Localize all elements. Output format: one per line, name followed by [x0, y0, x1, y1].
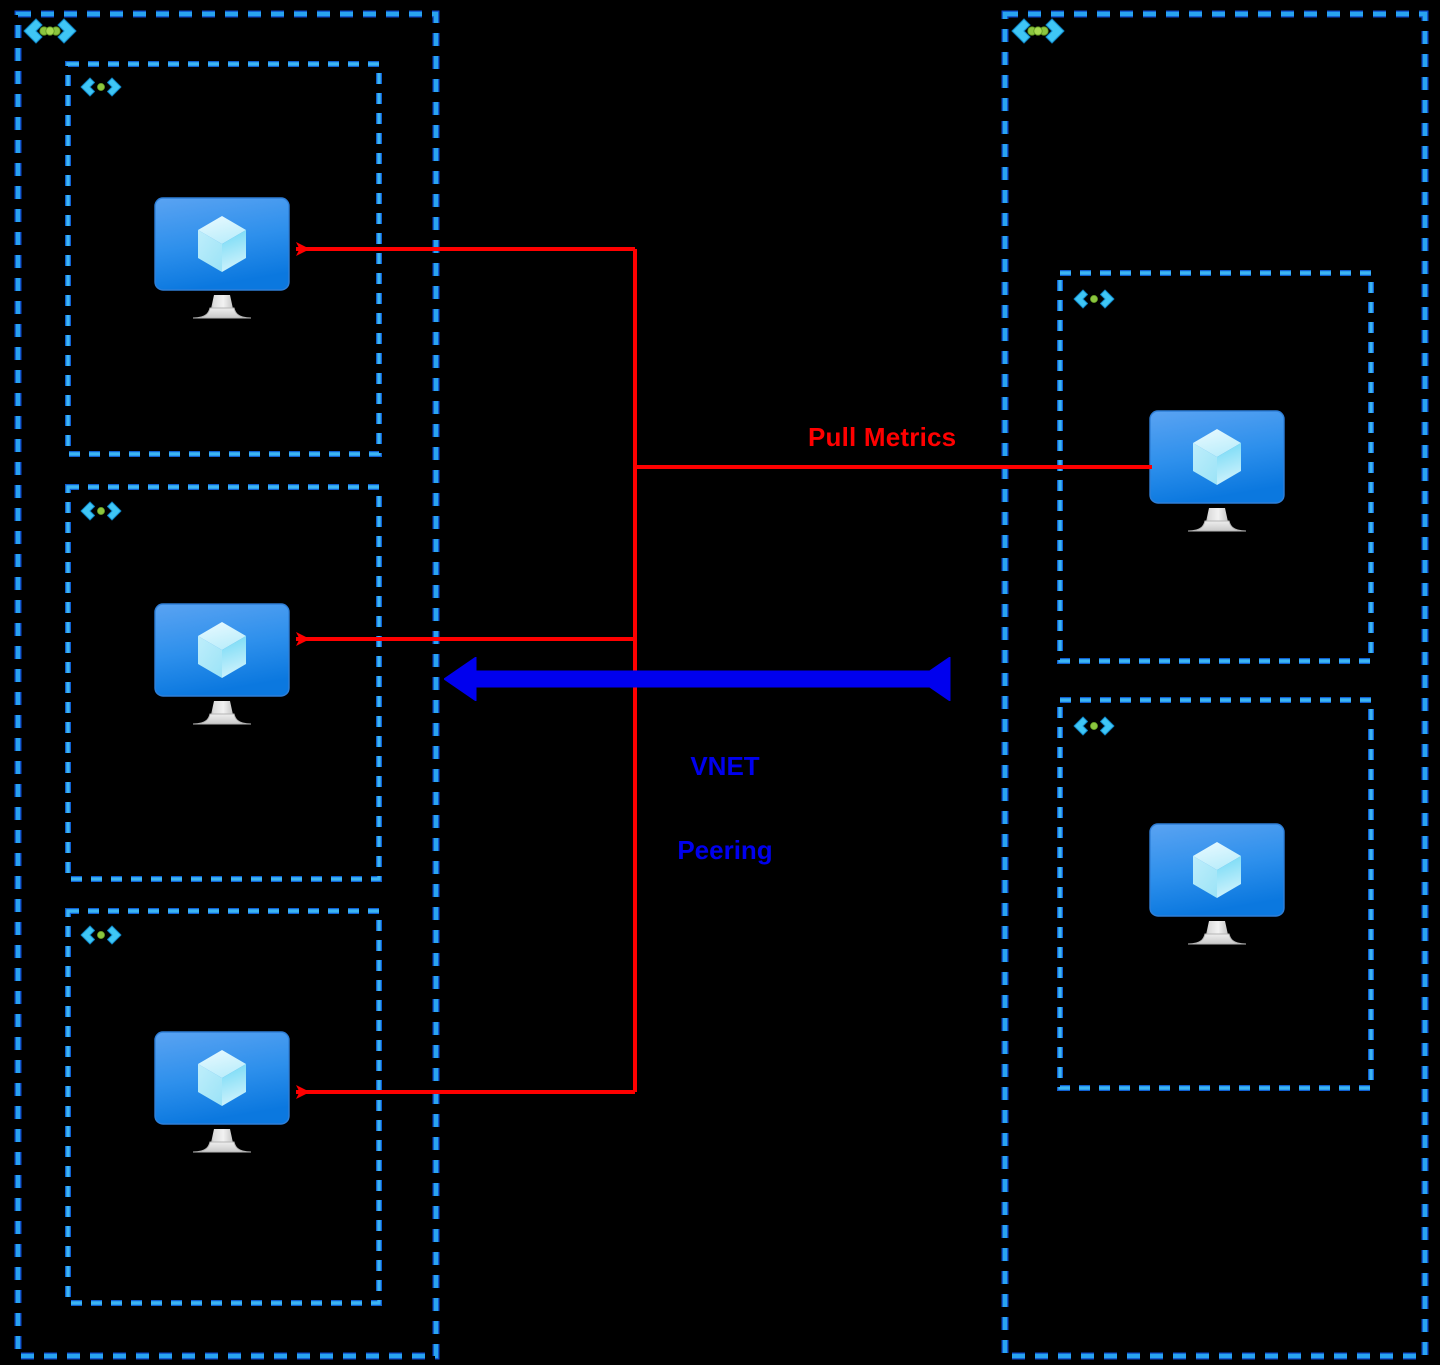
vnet-peering-label-line1: VNET [690, 751, 760, 782]
right-subnet-2[interactable] [1057, 697, 1374, 1091]
left-virtual-network[interactable] [14, 10, 440, 1360]
virtual-network-icon [1011, 18, 1065, 44]
vm-left-2[interactable] [154, 603, 290, 725]
subnet-icon [1073, 289, 1115, 309]
subnet-border-inner [66, 485, 381, 881]
subnet-icon [80, 501, 122, 521]
vnet-peering-label: VNET Peering [660, 696, 790, 921]
left-subnet-2[interactable] [65, 484, 382, 882]
right-vnet-border-inner [1002, 11, 1428, 1359]
right-vnet-border-outer [1001, 10, 1429, 1360]
pull-metrics-label: Pull Metrics [808, 422, 957, 452]
left-subnet-3[interactable] [65, 908, 382, 1306]
virtual-network-icon [23, 18, 77, 44]
vm-left-1[interactable] [154, 197, 290, 319]
subnet-border-inner [66, 909, 381, 1305]
vm-left-3[interactable] [154, 1031, 290, 1153]
subnet-border-inner [1058, 698, 1373, 1090]
vm-right-1[interactable] [1149, 410, 1285, 532]
right-virtual-network[interactable] [1001, 10, 1429, 1360]
subnet-icon [80, 925, 122, 945]
left-subnet-1[interactable] [65, 61, 382, 457]
subnet-icon [1073, 716, 1115, 736]
subnet-icon [80, 77, 122, 97]
vnet-peering-label-line2: Peering [677, 835, 773, 866]
left-vnet-border-inner [15, 11, 439, 1359]
vm-right-2[interactable] [1149, 823, 1285, 945]
subnet-border-inner [66, 62, 381, 456]
